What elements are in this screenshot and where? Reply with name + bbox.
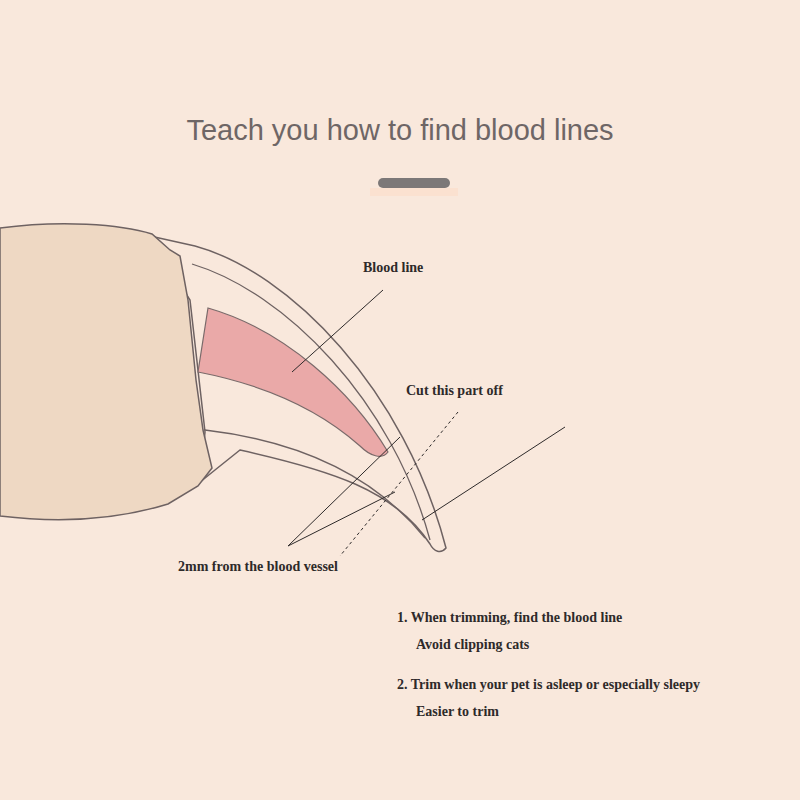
cat-paw	[0, 224, 212, 520]
title-bar	[378, 178, 450, 188]
page-title: Teach you how to find blood lines	[0, 114, 800, 147]
claw-inner-line	[192, 264, 430, 540]
leader-line	[292, 290, 383, 372]
blood-line-region	[198, 308, 388, 456]
note-text: 2. Trim when your pet is asleep or espec…	[395, 677, 702, 693]
note-text: Avoid clipping cats	[414, 637, 531, 653]
callout-label: 2mm from the blood vessel	[176, 559, 340, 575]
claw-inner-line	[205, 430, 425, 538]
leader-line	[288, 492, 395, 546]
leader-line	[288, 437, 400, 546]
callout-label: Cut this part off	[404, 383, 505, 399]
note-text: Easier to trim	[414, 704, 501, 720]
note-text: 1. When trimming, find the blood line	[395, 610, 624, 626]
leader-line	[422, 427, 565, 520]
cut-line	[340, 412, 458, 556]
callout-label: Blood line	[361, 260, 425, 276]
bar-shadow	[370, 188, 458, 196]
